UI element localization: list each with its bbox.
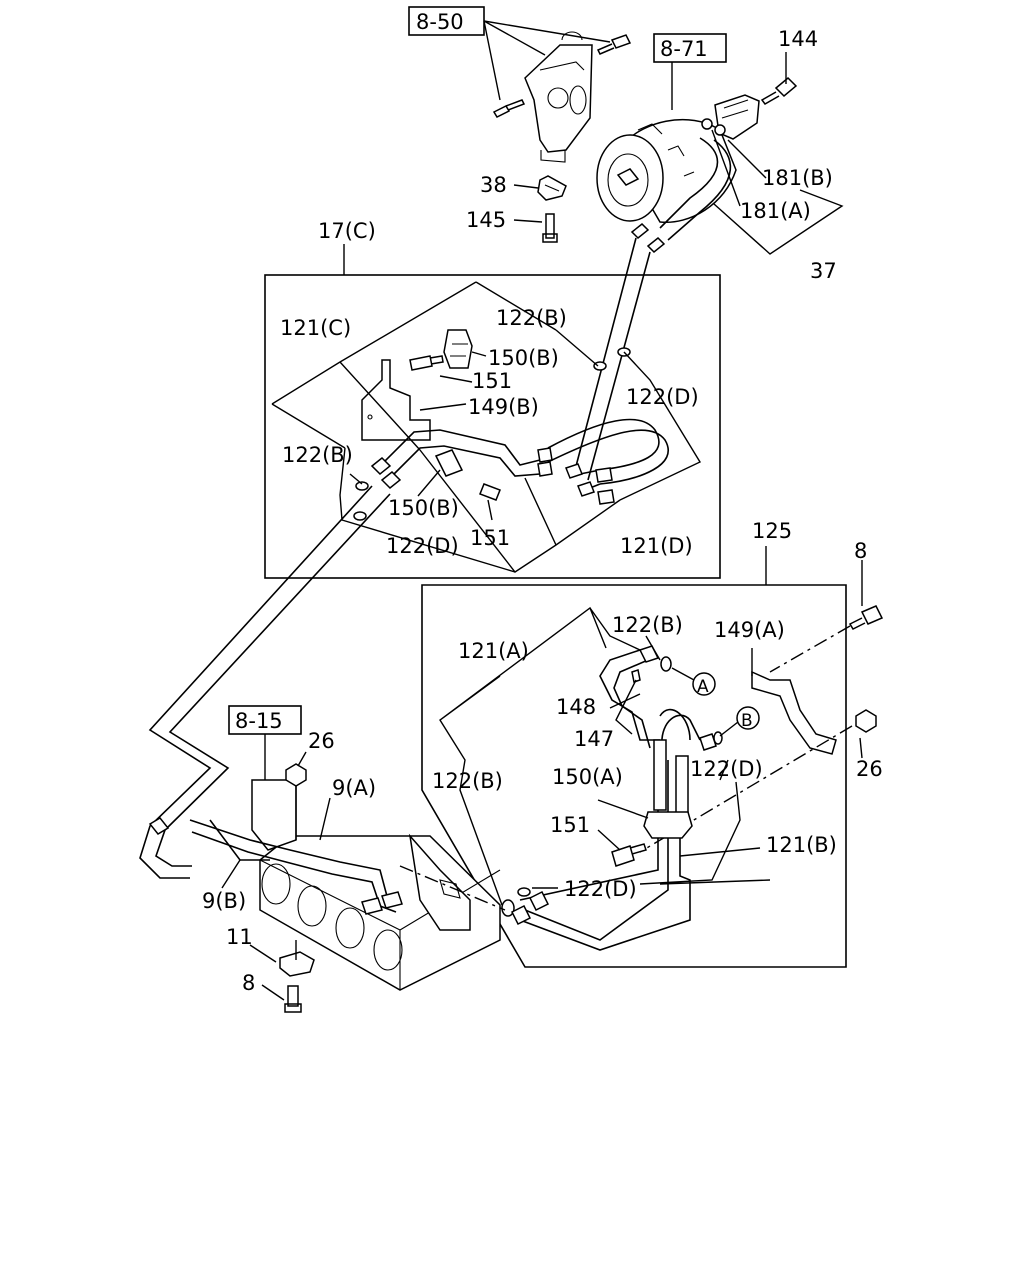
label-8-bottom: 8 xyxy=(242,971,255,995)
label-150a: 150(A) xyxy=(552,765,623,789)
label-37: 37 xyxy=(810,259,837,283)
label-26-left: 26 xyxy=(308,729,335,753)
label-121b: 121(B) xyxy=(766,833,837,857)
compressor xyxy=(596,94,760,224)
label-181b: 181(B) xyxy=(762,166,833,190)
ref-box-8-15: 8-15 xyxy=(228,705,302,735)
bolt-8-bottom xyxy=(284,985,302,1013)
label-149a: 149(A) xyxy=(714,618,785,642)
svg-text:B: B xyxy=(741,711,753,731)
label-150b-1: 150(B) xyxy=(488,346,559,370)
label-11: 11 xyxy=(226,925,253,949)
label-181a: 181(A) xyxy=(740,199,811,223)
group-frame-125 xyxy=(421,584,847,968)
label-148: 148 xyxy=(556,695,596,719)
nut-26-left xyxy=(285,763,307,787)
clamp-150b-upper xyxy=(443,329,473,369)
ref-box-8-50: 8-50 xyxy=(408,6,485,36)
label-122b-3: 122(B) xyxy=(612,613,683,637)
svg-text:A: A xyxy=(697,677,709,697)
label-122d-2: 122(D) xyxy=(386,534,459,558)
bracket-149b xyxy=(361,359,431,441)
label-151-3: 151 xyxy=(550,813,590,837)
pipe-fittings-17c xyxy=(370,447,615,505)
bolt-151-right xyxy=(611,843,647,867)
label-122d-3: 122(D) xyxy=(690,757,763,781)
compressor-hoses xyxy=(574,137,732,481)
bracket-8-15 xyxy=(251,779,297,851)
label-147: 147 xyxy=(574,727,614,751)
label-121c: 121(C) xyxy=(280,316,351,340)
bolt-8-top xyxy=(848,605,884,630)
clip-38 xyxy=(537,175,567,201)
label-122b-1: 122(B) xyxy=(496,306,567,330)
clamp-150a xyxy=(643,811,693,839)
bracket-149a xyxy=(751,670,837,755)
small-parts-125 xyxy=(501,656,723,926)
label-151-2: 151 xyxy=(470,526,510,550)
label-145: 145 xyxy=(466,208,506,232)
label-9a: 9(A) xyxy=(332,776,376,800)
svg-text:8-50: 8-50 xyxy=(416,10,464,34)
label-122b-4: 122(B) xyxy=(432,769,503,793)
group-frame-17c xyxy=(264,274,721,579)
bolt-151-upper xyxy=(409,355,444,371)
bolt-151-lower xyxy=(479,483,501,501)
label-26-right: 26 xyxy=(856,757,883,781)
clamp-150b-lower xyxy=(434,449,464,477)
bolt-145 xyxy=(542,213,558,243)
label-9b: 9(B) xyxy=(202,889,246,913)
pipe-9b-long xyxy=(139,485,391,879)
label-121d: 121(D) xyxy=(620,534,693,558)
callout-circle-b: B xyxy=(736,706,760,731)
label-38: 38 xyxy=(480,173,507,197)
o-ring-181a xyxy=(714,124,726,136)
o-ring-181b xyxy=(701,118,713,130)
label-125: 125 xyxy=(752,519,792,543)
label-150b-2: 150(B) xyxy=(388,496,459,520)
label-122d-1: 122(D) xyxy=(626,385,699,409)
pipe-9a xyxy=(189,819,403,915)
svg-text:8-15: 8-15 xyxy=(235,709,283,733)
callout-circle-a: A xyxy=(692,672,716,697)
nut-26-right xyxy=(855,709,877,733)
label-122d-4: 122(D) xyxy=(564,877,637,901)
o-rings-17c xyxy=(353,347,631,521)
clamp-11 xyxy=(279,951,315,977)
label-151-1: 151 xyxy=(472,369,512,393)
label-144: 144 xyxy=(778,27,818,51)
label-8-top: 8 xyxy=(854,539,867,563)
svg-text:8-71: 8-71 xyxy=(660,37,708,61)
label-149b: 149(B) xyxy=(468,395,539,419)
ref-box-8-71: 8-71 xyxy=(653,33,727,63)
bolt-144 xyxy=(760,76,798,105)
compressor-bracket xyxy=(483,20,632,163)
label-122b-2: 122(B) xyxy=(282,443,353,467)
label-121a: 121(A) xyxy=(458,639,529,663)
engine-bracket-right xyxy=(408,833,471,931)
pipe-121c xyxy=(375,429,541,483)
label-17c: 17(C) xyxy=(318,219,376,243)
bracket-bolt-right xyxy=(596,34,632,55)
bracket-bolt-left xyxy=(492,99,526,118)
